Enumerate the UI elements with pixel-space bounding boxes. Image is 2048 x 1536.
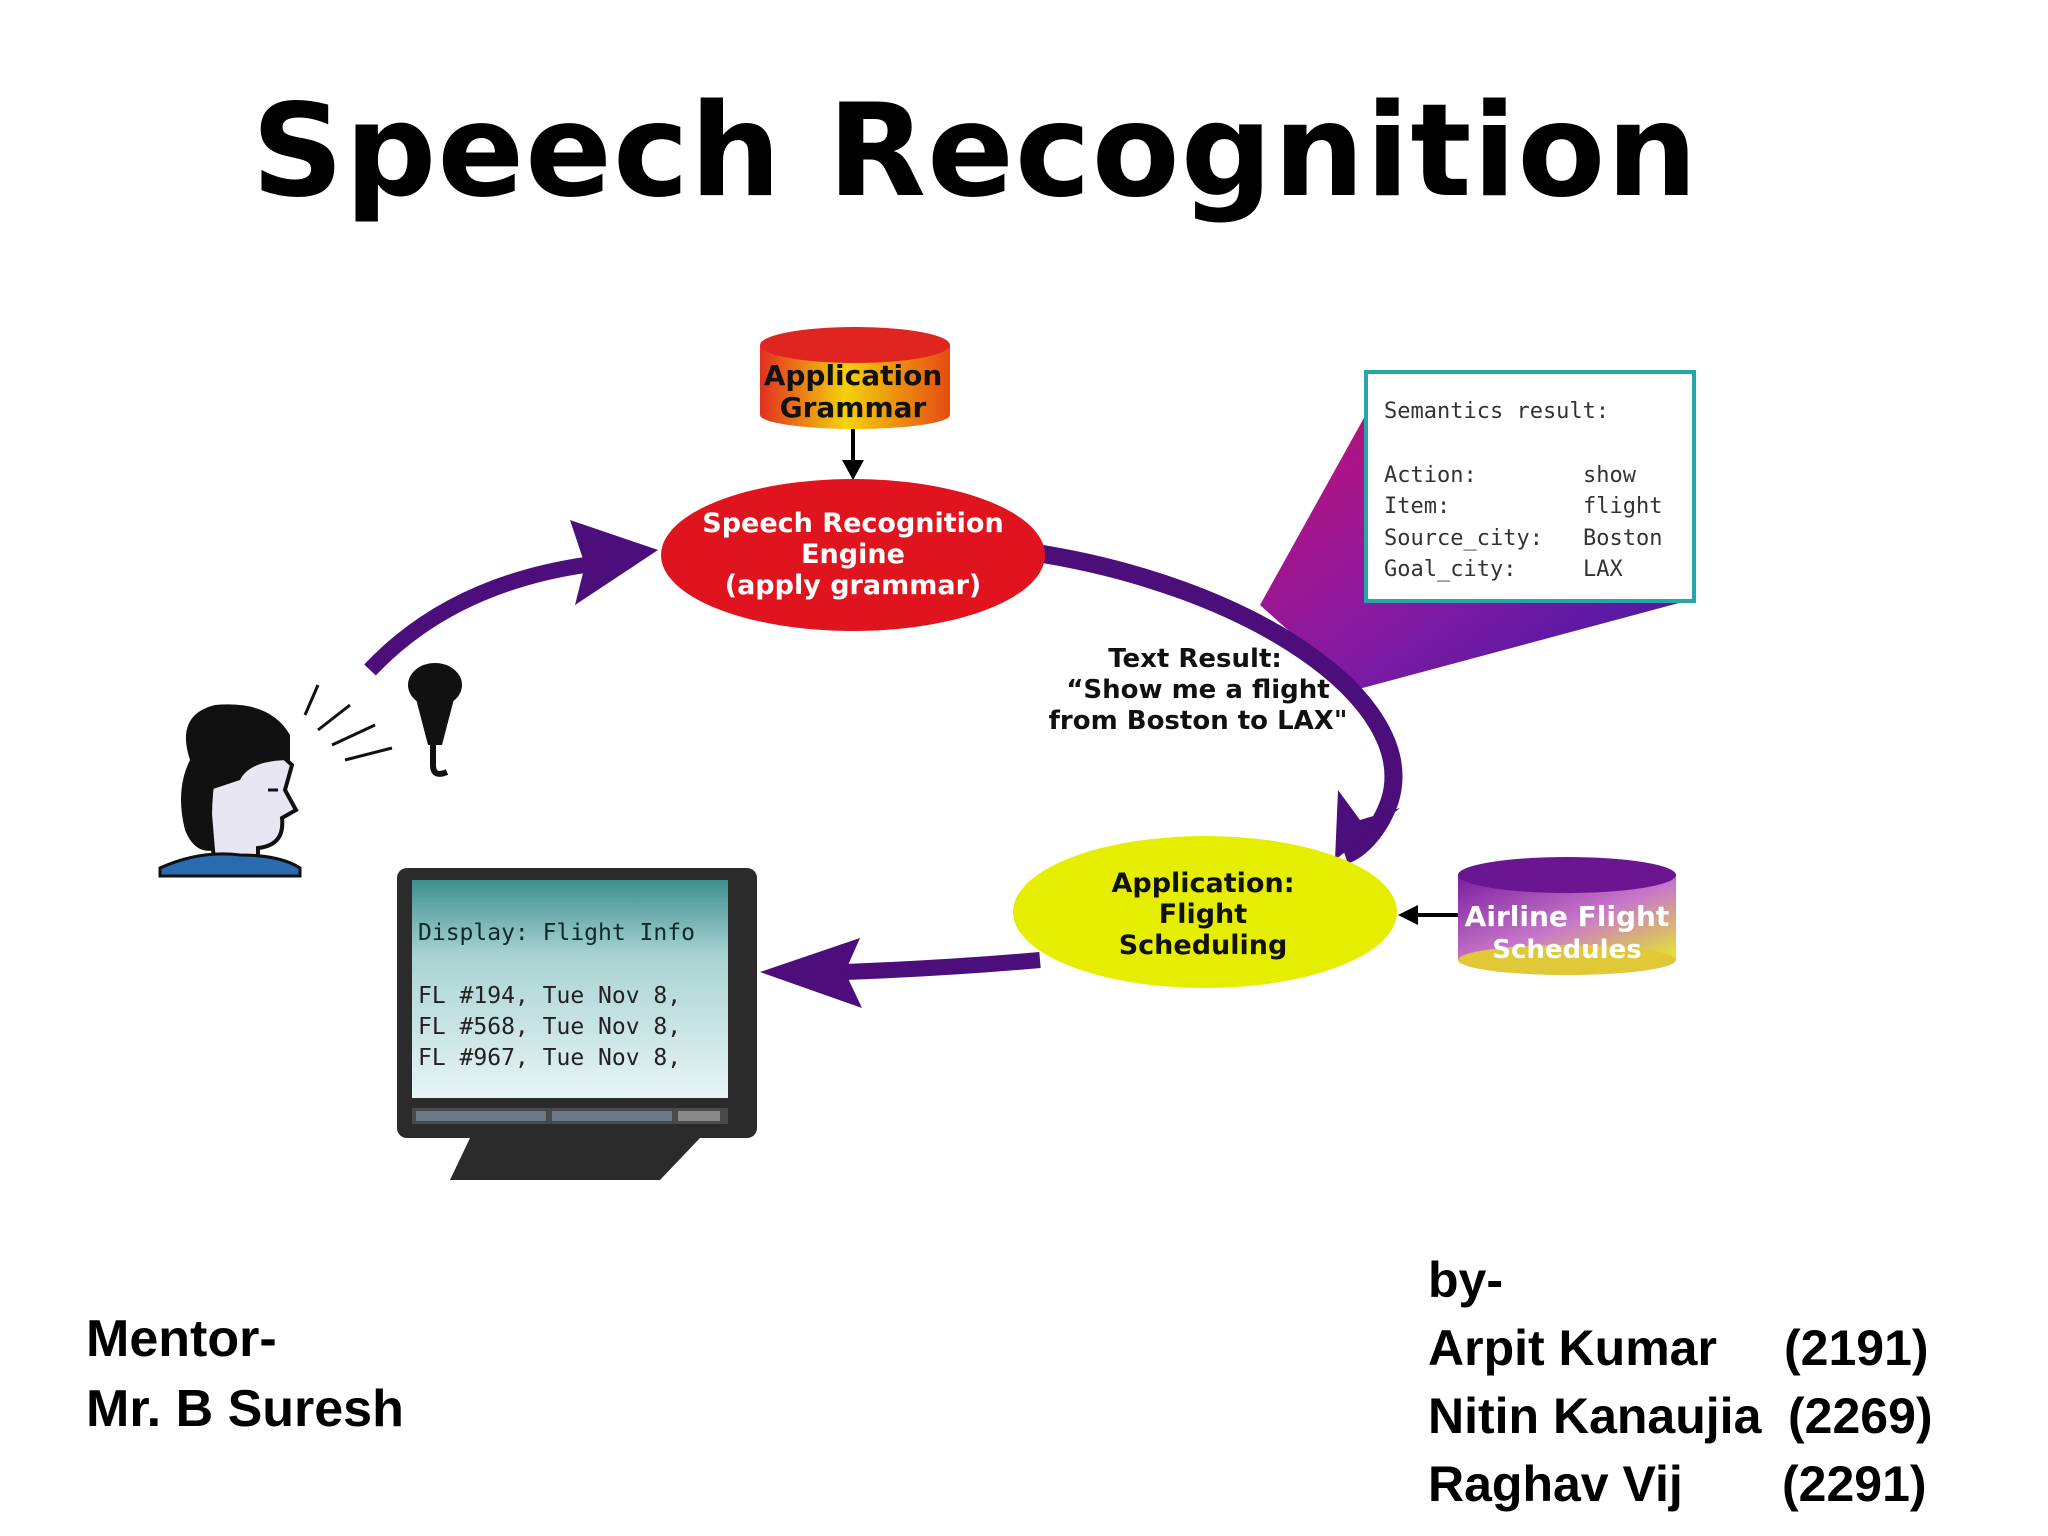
speech-recognition-engine: Speech Recognition Engine (apply grammar… [661,479,1045,631]
text-result-label-1: Text Result: [1108,644,1282,674]
airline-db-label-2: Schedules [1492,935,1641,965]
arrow-to-application [1028,543,1403,864]
semantics-key: Goal_city: [1384,557,1516,582]
semantics-key: Source_city: [1384,526,1543,551]
author-name: Raghav Vij [1428,1456,1683,1512]
author-id: (2191) [1784,1320,1929,1376]
semantics-rows: Action: show Item: flight Source_city: B… [1384,463,1662,582]
airline-flight-schedules-database: Airline Flight Schedules [1458,857,1676,975]
arrow-to-monitor [760,938,1041,1008]
author-id: (2291) [1782,1456,1927,1512]
application-grammar-database: Application Grammar [760,327,950,429]
monitor-icon: Display: Flight Info FL #194, Tue Nov 8,… [397,868,757,1180]
application-label-2: Flight [1159,899,1248,930]
credits-label: by- [1428,1252,1503,1308]
microphone-icon [408,663,462,777]
author-id: (2269) [1788,1388,1933,1444]
monitor-line: FL #967, Tue Nov 8, [418,1045,681,1071]
text-result: Text Result: “Show me a flight from Bost… [1049,644,1348,736]
semantics-key: Action: [1384,463,1477,488]
text-result-label-3: from Boston to LAX" [1049,706,1348,736]
author-row: Nitin Kanaujia (2269) [1428,1382,1933,1450]
mentor-name: Mr. B Suresh [86,1380,404,1438]
author-name: Nitin Kanaujia [1428,1388,1762,1444]
application-label-3: Scheduling [1119,930,1288,961]
semantics-result-box: Semantics result: Action: show Item: fli… [1364,370,1696,603]
engine-label-2: Engine [801,539,905,570]
monitor-line: FL #568, Tue Nov 8, [418,1014,681,1040]
arrow-to-engine [364,520,658,676]
mentor-block: Mentor- Mr. B Suresh [86,1304,404,1444]
sound-waves-icon [303,684,393,762]
semantics-value: show [1583,463,1637,488]
application-flight-scheduling: Application: Flight Scheduling [1013,836,1397,988]
semantics-value: flight [1583,494,1662,519]
grammar-db-label-1: Application [764,359,943,392]
monitor-header: Display: Flight Info [418,920,695,946]
engine-label-1: Speech Recognition [702,508,1003,539]
application-label-1: Application: [1111,868,1294,899]
semantics-key: Item: [1384,494,1450,519]
semantics-value: LAX [1583,557,1623,582]
author-row: Arpit Kumar (2191) [1428,1314,1929,1382]
author-name: Arpit Kumar [1428,1320,1717,1376]
grammar-db-label-2: Grammar [780,391,927,424]
text-result-label-2: “Show me a flight [1066,675,1329,705]
author-row: Raghav Vij (2291) [1428,1450,1927,1518]
airline-db-label-1: Airline Flight [1465,900,1670,933]
arrow-grammar-to-engine [842,425,864,480]
mentor-label: Mentor- [86,1310,277,1368]
slide-title: Speech Recognition [251,77,1699,226]
arrow-airline-to-application [1398,905,1458,925]
semantics-value: Boston [1583,526,1662,551]
person-speaking-icon [158,704,302,878]
credits-block: by- Arpit Kumar (2191) Nitin Kanaujia (2… [1428,1246,1933,1518]
semantics-header: Semantics result: [1384,399,1609,424]
monitor-line: FL #194, Tue Nov 8, [418,983,681,1009]
engine-label-3: (apply grammar) [725,570,981,601]
